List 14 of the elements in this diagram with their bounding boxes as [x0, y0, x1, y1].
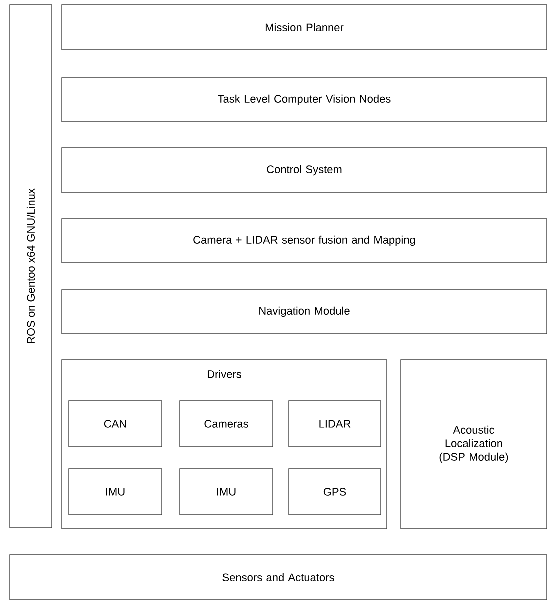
layer-box: Sensors and Actuators: [10, 554, 548, 600]
driver-box: CAN: [68, 400, 162, 448]
layer-box: Control System: [62, 148, 548, 194]
driver-box: IMU: [68, 468, 162, 516]
driver-box: Cameras: [180, 400, 274, 448]
layer-box: Mission Planner: [62, 4, 548, 50]
layer-box: Camera + LIDAR sensor fusion and Mapping: [62, 218, 548, 264]
layer-box: Task Level Computer Vision Nodes: [62, 78, 548, 122]
driver-box: IMU: [180, 468, 274, 516]
driver-box: GPS: [288, 468, 382, 516]
module-box: Acoustic Localization (DSP Module): [400, 360, 548, 530]
layer-box: Navigation Module: [62, 290, 548, 334]
driver-box: LIDAR: [288, 400, 382, 448]
os-band: ROS on Gentoo x64 GNU/Linux: [10, 4, 52, 528]
